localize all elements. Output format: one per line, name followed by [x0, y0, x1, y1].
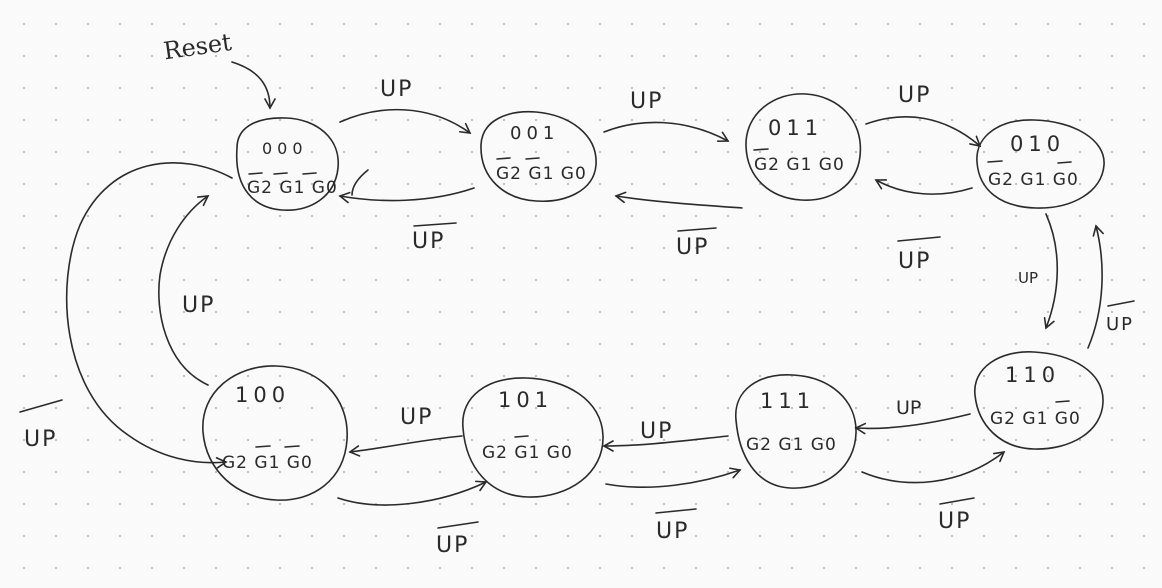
output-overbars: [1055, 400, 1070, 403]
transition-label: UP: [1106, 314, 1134, 335]
transition-111-to-110: UP: [861, 450, 1006, 534]
transition-label: UP: [898, 83, 931, 108]
transition-001-to-000: UP: [338, 169, 475, 254]
transition-101-to-111: UP: [605, 467, 742, 544]
transition-label: UP: [400, 405, 433, 430]
negation-bar: [677, 227, 717, 232]
state-outputs: G2 G1 G0: [247, 178, 338, 198]
state-101: 101 G2 G1 G0: [462, 377, 604, 498]
state-110: 110 G2 G1 G0: [974, 351, 1104, 450]
state-outputs: G2 G1 G0: [754, 155, 845, 175]
state-code: 101: [498, 388, 553, 412]
state-011: 011 G2 G1 G0: [745, 93, 862, 201]
transition-110-to-111: UP: [854, 397, 971, 435]
negation-bar: [939, 497, 975, 505]
transition-label: UP: [24, 427, 57, 452]
state-outputs: G2 G1 G0: [222, 453, 313, 473]
transition-label: UP: [1018, 269, 1038, 287]
state-111: 111 G2 G1 G0: [735, 374, 857, 489]
transition-label: UP: [676, 235, 709, 260]
state-code: 010: [1010, 132, 1065, 156]
transition-101-to-100: UP: [348, 405, 463, 457]
state-code: 000: [262, 139, 308, 158]
transition-011-to-001: UP: [614, 191, 743, 260]
transition-label: UP: [640, 419, 673, 444]
output-overbars: [987, 160, 1072, 164]
state-000: 000 G2 G1 G0: [235, 117, 339, 211]
state-outputs: G2 G1 G0: [746, 435, 837, 455]
transition-100-to-000: UP: [158, 195, 215, 386]
negation-bar: [1107, 300, 1135, 307]
transition-100-to-101: UP: [337, 480, 488, 558]
transition-label: UP: [938, 509, 971, 534]
transition-000-to-100: UP: [19, 162, 233, 469]
transition-000-to-001: UP: [339, 77, 472, 134]
state-code: 011: [768, 116, 823, 140]
transition-label: UP: [630, 89, 663, 114]
transition-011-to-010: UP: [865, 83, 982, 148]
negation-bar: [413, 222, 457, 227]
transition-label: UP: [896, 397, 921, 419]
negation-bar: [437, 521, 479, 529]
output-overbars: [248, 172, 317, 175]
state-code: 100: [235, 383, 290, 407]
state-100: 100 G2 G1 G0: [202, 365, 348, 501]
transition-label: UP: [380, 77, 413, 102]
transition-001-to-011: UP: [603, 89, 730, 142]
output-overbars: [255, 445, 300, 448]
transition-label: UP: [898, 249, 931, 274]
state-code: 111: [760, 389, 815, 413]
state-code: 110: [1005, 363, 1060, 387]
state-code: 001: [510, 123, 559, 144]
negation-bar: [897, 236, 941, 242]
output-overbars: [514, 435, 529, 438]
state-outputs: G2 G1 G0: [990, 409, 1081, 429]
output-overbars: [753, 148, 769, 151]
transition-label: UP: [436, 533, 469, 558]
transition-label: UP: [656, 519, 689, 544]
reset-label: Reset: [162, 28, 234, 65]
reset-arrow: [231, 61, 276, 110]
transition-010-to-011: UP: [874, 179, 973, 274]
transition-label: UP: [182, 293, 215, 318]
transition-label: UP: [412, 229, 445, 254]
output-overbars: [496, 157, 540, 160]
negation-bar: [655, 508, 697, 514]
negation-bar: [19, 399, 63, 413]
transition-111-to-101: UP: [602, 419, 729, 452]
state-outputs: G2 G1 G0: [988, 170, 1079, 190]
transition-010-to-110: UP: [1018, 213, 1059, 330]
state-outputs: G2 G1 G0: [482, 443, 573, 463]
state-010: 010 G2 G1 G0: [976, 119, 1105, 209]
state-outputs: G2 G1 G0: [496, 164, 587, 184]
state-001: 001 G2 G1 G0: [480, 110, 597, 202]
transition-110-to-010: UP: [1087, 224, 1135, 349]
